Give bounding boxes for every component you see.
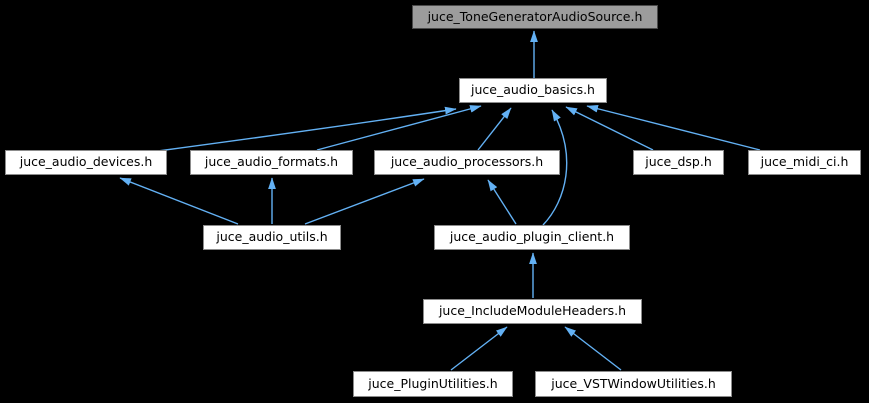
edge-audio-devices-to-audio-basics — [157, 106, 457, 152]
edges-group — [119, 30, 761, 371]
edge-audio-utils-to-audio-devices — [119, 177, 239, 225]
edge-plugin-utilities-to-include-module-headers — [450, 326, 508, 371]
edge-audio-plugin-client-to-audio-processors — [487, 179, 517, 225]
node-include-module-headers[interactable]: juce_IncludeModuleHeaders.h — [423, 299, 642, 324]
node-label-vst-window-utilities: juce_VSTWindowUtilities.h — [551, 375, 716, 391]
node-label-dsp: juce_dsp.h — [645, 154, 712, 170]
node-label-audio-utils: juce_audio_utils.h — [216, 229, 328, 245]
node-audio-basics[interactable]: juce_audio_basics.h — [459, 78, 607, 103]
edge-audio-processors-to-audio-basics — [477, 107, 512, 151]
node-label-midi-ci: juce_midi_ci.h — [760, 154, 849, 170]
node-label-tone-generator-audio-source: juce_ToneGeneratorAudioSource.h — [427, 8, 643, 24]
node-tone-generator-audio-source: juce_ToneGeneratorAudioSource.h — [412, 5, 658, 29]
node-plugin-utilities[interactable]: juce_PluginUtilities.h — [353, 371, 513, 397]
edge-dsp-to-audio-basics — [565, 106, 654, 151]
edge-midi-ci-to-audio-basics — [586, 104, 761, 151]
node-label-plugin-utilities: juce_PluginUtilities.h — [368, 375, 498, 391]
node-midi-ci[interactable]: juce_midi_ci.h — [748, 150, 861, 175]
node-label-audio-plugin-client: juce_audio_plugin_client.h — [449, 229, 615, 245]
node-label-audio-formats: juce_audio_formats.h — [204, 154, 339, 170]
node-audio-utils[interactable]: juce_audio_utils.h — [203, 225, 341, 250]
node-label-audio-processors: juce_audio_processors.h — [390, 154, 544, 170]
node-audio-formats[interactable]: juce_audio_formats.h — [190, 150, 353, 175]
edge-audio-plugin-client-to-audio-basics — [542, 109, 568, 226]
node-label-audio-devices: juce_audio_devices.h — [19, 154, 153, 170]
node-dsp[interactable]: juce_dsp.h — [633, 150, 724, 175]
node-label-audio-basics: juce_audio_basics.h — [471, 82, 595, 98]
node-audio-devices[interactable]: juce_audio_devices.h — [5, 150, 167, 175]
node-vst-window-utilities[interactable]: juce_VSTWindowUtilities.h — [535, 371, 732, 397]
edge-audio-utils-to-audio-processors — [304, 178, 425, 225]
node-audio-plugin-client[interactable]: juce_audio_plugin_client.h — [434, 225, 630, 250]
edge-audio-formats-to-audio-basics — [316, 105, 482, 151]
edge-vst-window-utilities-to-include-module-headers — [564, 326, 622, 371]
node-audio-processors[interactable]: juce_audio_processors.h — [374, 150, 560, 175]
node-label-include-module-headers: juce_IncludeModuleHeaders.h — [438, 303, 627, 319]
